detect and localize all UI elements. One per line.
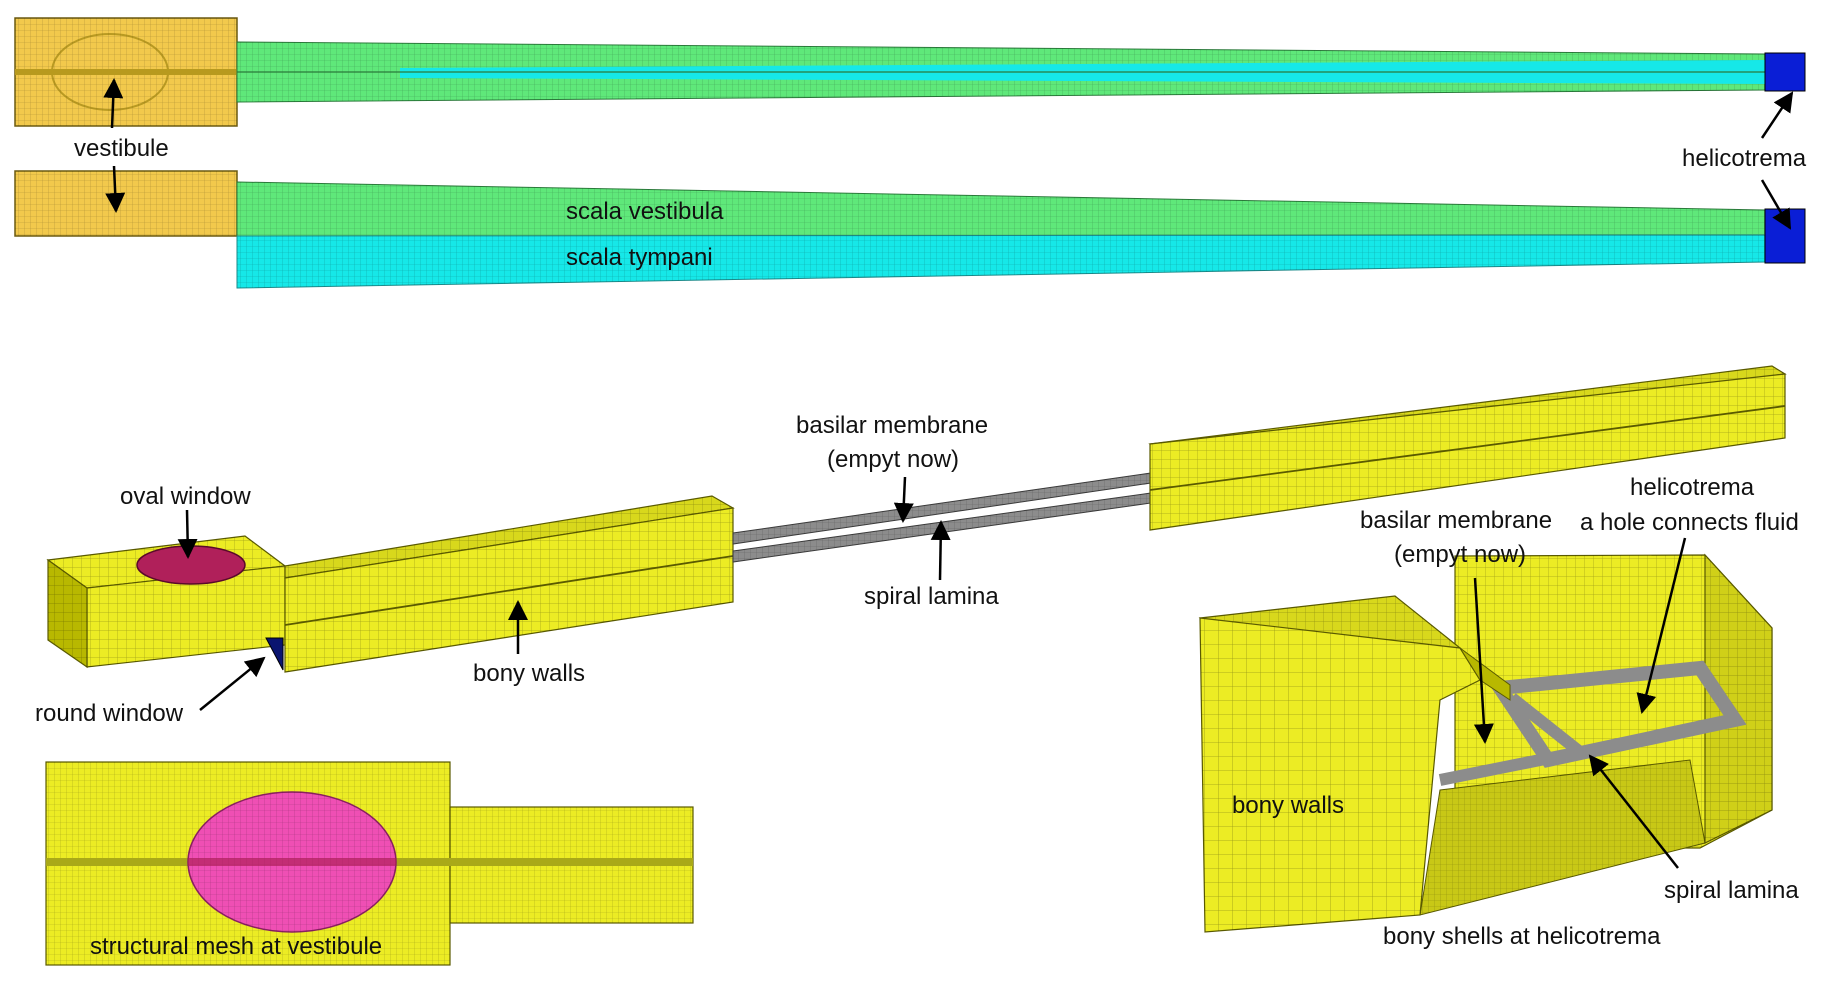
shell-step	[1459, 647, 1511, 701]
helicotrema-block-side	[1764, 208, 1806, 264]
basilar-membrane-sublabel-1: (empyt now)	[827, 446, 959, 473]
basilar-membrane-label-2: basilar membrane	[1360, 507, 1552, 534]
lamina-arm	[1438, 746, 1582, 786]
vestibule-arrow-up	[103, 78, 124, 129]
helicotrema-sublabel-2: a hole connects fluid	[1580, 509, 1799, 536]
side-view-model: scala vestibula scala tympani	[14, 170, 1806, 289]
basilar-membrane-sublabel-2: (empyt now)	[1394, 541, 1526, 568]
bony-shells-label: bony shells at helicotrema	[1383, 923, 1661, 950]
basilar-membrane-arrow-2	[1473, 577, 1494, 744]
vestibule-label: vestibule	[74, 135, 169, 162]
basilar-membrane-label-1: basilar membrane	[796, 412, 988, 439]
oval-window-shape	[136, 545, 246, 585]
helicotrema-arrow-up	[1760, 91, 1794, 139]
helicotrema-label-2: helicotrema	[1630, 474, 1755, 501]
oval-window-arrow	[177, 509, 198, 559]
helicotrema-top-label: helicotrema	[1682, 145, 1807, 172]
spiral-lamina-arrow-1	[930, 520, 951, 581]
scala-vestibula-label: scala vestibula	[566, 198, 724, 225]
spiral-lamina-label-2: spiral lamina	[1664, 877, 1799, 904]
top-view-model	[14, 17, 1806, 127]
scala-tympani-label: scala tympani	[566, 244, 713, 271]
bony-walls-label-2: bony walls	[1232, 792, 1344, 819]
vestibule-arrow-down	[105, 165, 126, 213]
round-window-label: round window	[35, 700, 184, 727]
lamina-cross-bar	[1508, 693, 1584, 757]
helicotrema-frame	[1487, 660, 1747, 768]
oval-window-label: oval window	[120, 483, 251, 510]
spiral-lamina-arrow-2	[1588, 754, 1679, 869]
helicotrema-block-top	[1764, 52, 1806, 92]
helicotrema-arrow-2	[1636, 537, 1687, 714]
helicotrema-arrow-down	[1760, 179, 1792, 230]
bony-walls-label-1: bony walls	[473, 660, 585, 687]
vestibule-mesh-view	[45, 761, 694, 966]
spiral-lamina-label-1: spiral lamina	[864, 583, 999, 610]
structural-mesh-label: structural mesh at vestibule	[90, 933, 382, 960]
basilar-membrane-arrow-1	[893, 476, 914, 523]
round-window-arrow	[199, 656, 266, 711]
round-window-shape	[265, 637, 284, 671]
helicotrema-shell-view	[1198, 553, 1773, 933]
